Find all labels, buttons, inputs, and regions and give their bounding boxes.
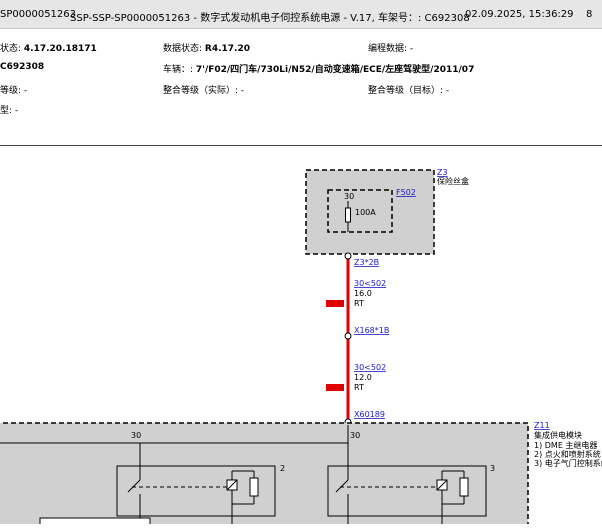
module-id-link[interactable]: Z11 [534,421,550,430]
relay2-number: 3 [490,464,495,473]
document-title: SSP-SSP-SP0000051263 - 数字式发动机电子伺控系统电源 - … [70,13,470,24]
wire2-color: RT [354,383,364,392]
data-status-field: 数据状态: R4.17.20 [163,44,251,54]
wire2-size: 12.0 [354,373,372,382]
fuse-icon [345,207,351,223]
relay-1 [116,465,276,524]
fusebox-name: 保险丝盒 [437,176,469,186]
vin-field: C692308 [0,62,45,72]
wire1-size: 16.0 [354,289,372,298]
status-field: 状态: 4.17.20.18171 [0,44,97,54]
level-field: 等级: - [0,86,28,96]
title-bar: SP0000051263 SSP-SSP-SP0000051263 - 数字式发… [0,0,602,29]
fuse-rating: 100A [355,208,376,217]
connector2-link[interactable]: X168*1B [354,326,389,335]
doc-id: SP0000051263 [0,9,77,20]
wire1-color-swatch [326,300,344,307]
level-target-field: 整合等级（目标）: - [368,86,450,96]
connector-x168-1b [344,332,352,340]
fuse-id-link[interactable]: F502 [396,188,416,197]
misc-field: 型: - [0,106,19,116]
sub-component [39,517,151,528]
connector1-link[interactable]: Z3*2B [354,258,379,267]
relay1-number: 2 [280,464,285,473]
terminal-left: 30 [131,431,141,440]
module-item-3: 3) 电子气门控制系统 [534,458,602,468]
wire1-signal-link[interactable]: 30<502 [354,279,386,288]
connector3-link[interactable]: X60189 [354,410,385,419]
fusebox-id-link[interactable]: Z3 [437,168,448,177]
page-number: 8 [586,9,593,20]
module-item-1: 1) DME 主继电器 [534,440,597,450]
vehicle-info-panel: 状态: 4.17.20.18171 数据状态: R4.17.20 编程数据: -… [0,29,602,146]
level-actual-field: 整合等级（实际）: - [163,86,245,96]
terminal-right: 30 [350,431,360,440]
connector-z3-2b [344,252,352,260]
relay-2 [327,465,487,524]
fuse-holder [327,189,393,233]
vehicle-field: 车辆：: 7'/F02/四门车/730Li/N52/自动变速箱/ECE/左座驾驶… [163,65,475,75]
wire1-color: RT [354,299,364,308]
module-item-2: 2) 点火和喷射系统 [534,449,601,459]
programming-data-field: 编程数据: - [368,44,414,54]
wiring-diagram: Z3 保险丝盒 30 100A F502 Z3*2B 30<502 16.0 R… [0,146,602,528]
module-z11 [0,422,529,528]
print-datetime: 02.09.2025, 15:36:29 [465,9,574,20]
module-name: 集成供电模块 [534,430,582,440]
fuse-terminal: 30 [344,192,354,201]
wire2-color-swatch [326,384,344,391]
wire2-signal-link[interactable]: 30<502 [354,363,386,372]
